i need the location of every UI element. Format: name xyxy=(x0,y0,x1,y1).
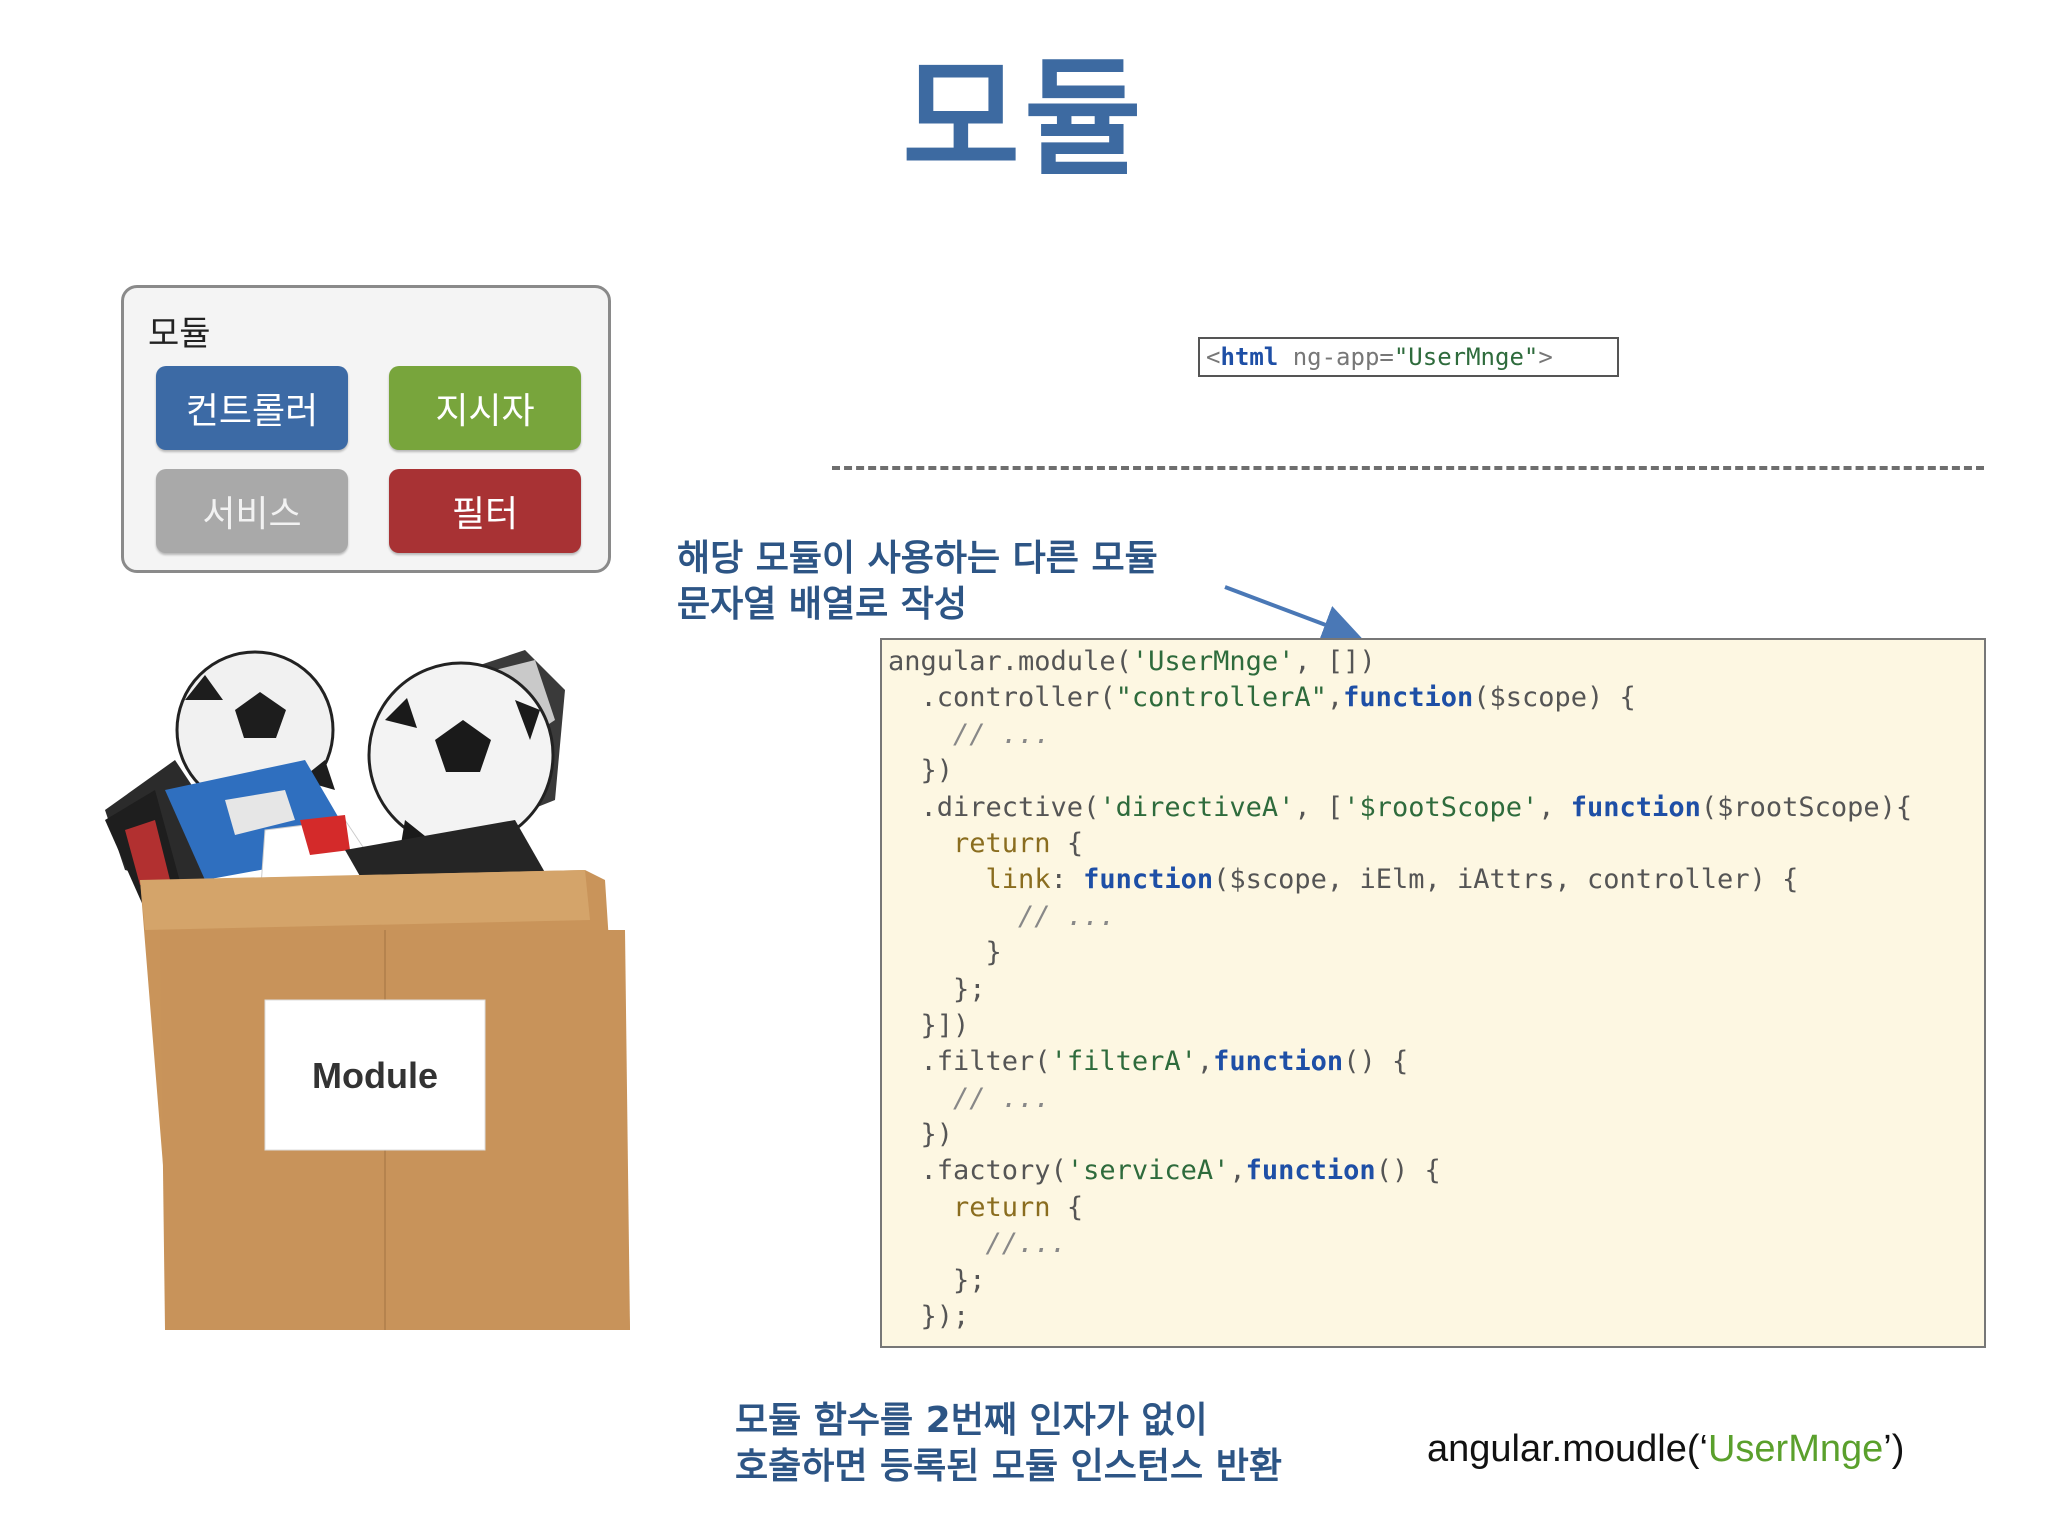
html-ng-app-snippet: <html ng-app="UserMnge"> xyxy=(1198,337,1619,377)
code-line: } xyxy=(888,937,1002,969)
module-legend-label: 모듈 xyxy=(148,314,211,354)
code-line: .directive('directiveA', ['$rootScope', … xyxy=(888,791,1913,823)
code-line: }]) xyxy=(888,1009,970,1041)
module-box-illustration: Module xyxy=(105,650,630,1330)
getter-prefix: angular.moudle(‘ xyxy=(1427,1428,1708,1470)
code-line: .filter('filterA',function() { xyxy=(888,1046,1409,1078)
filter-chip: 필터 xyxy=(389,469,581,553)
code-line: .controller("controllerA",function($scop… xyxy=(888,682,1636,714)
code-line: }) xyxy=(888,755,954,787)
tag-attr: ng-app= xyxy=(1278,343,1394,371)
tag-open: < xyxy=(1206,343,1221,371)
box-paper-label xyxy=(264,999,486,1151)
dependency-note: 해당 모듈이 사용하는 다른 모듈 문자열 배열로 작성 xyxy=(677,536,1158,628)
code-line: }) xyxy=(888,1119,954,1151)
getter-note: 모듈 함수를 2번째 인자가 없이 호출하면 등록된 모듈 인스턴스 반환 xyxy=(735,1398,1282,1490)
code-line: .factory('serviceA',function() { xyxy=(888,1155,1441,1187)
code-line: }; xyxy=(888,1264,986,1296)
service-chip: 서비스 xyxy=(156,469,348,553)
module-code-block: angular.module('UserMnge', []) .controll… xyxy=(880,638,1986,1348)
code-line: angular.module('UserMnge', []) xyxy=(888,646,1376,677)
code-line: // ... xyxy=(1018,900,1116,932)
code-line: //... xyxy=(985,1228,1067,1260)
directive-chip: 지시자 xyxy=(389,366,581,450)
getter-suffix: ’) xyxy=(1883,1428,1905,1470)
code-line: return { xyxy=(953,827,1084,859)
getter-note-line1: 모듈 함수를 2번째 인자가 없이 xyxy=(735,1400,1208,1441)
code-line: return { xyxy=(953,1191,1084,1223)
dependency-note-line2: 문자열 배열로 작성 xyxy=(677,584,968,625)
getter-note-line2: 호출하면 등록된 모듈 인스턴스 반환 xyxy=(735,1446,1282,1487)
dependency-note-line1: 해당 모듈이 사용하는 다른 모듈 xyxy=(677,538,1158,579)
module-getter-call: angular.moudle(‘UserMnge’) xyxy=(1427,1428,1904,1471)
controller-chip: 컨트롤러 xyxy=(156,366,348,450)
code-line: link: function($scope, iElm, iAttrs, con… xyxy=(985,864,1799,896)
code-line: }); xyxy=(888,1301,970,1333)
tag-value: "UserMnge" xyxy=(1393,343,1539,371)
code-line: // ... xyxy=(953,1082,1051,1114)
slide-title: 모듈 xyxy=(902,45,1146,194)
tag-name: html xyxy=(1220,343,1279,371)
module-legend-box: 모듈 컨트롤러 지시자 서비스 필터 xyxy=(121,285,611,573)
code-line: }; xyxy=(888,973,986,1005)
tag-close: > xyxy=(1538,343,1553,371)
code-line: // ... xyxy=(953,718,1051,750)
getter-module-name: UserMnge xyxy=(1707,1428,1884,1470)
box-label-text: Module xyxy=(312,1055,438,1096)
dashed-divider xyxy=(832,466,1984,470)
